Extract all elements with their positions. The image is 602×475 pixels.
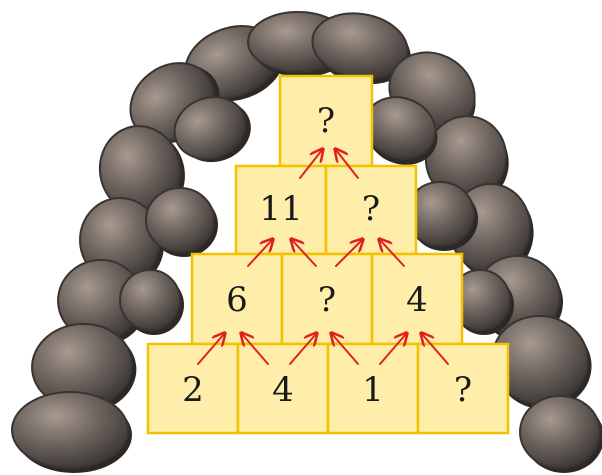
block-r3-c2-value: ? <box>362 189 380 229</box>
pyramid-row-3: 11 ? <box>236 166 416 254</box>
block-r1-c3-value: 1 <box>362 370 384 410</box>
pyramid-row-1: 2 4 1 ? <box>148 344 508 433</box>
block-r2-c2-value: ? <box>318 280 336 320</box>
rock <box>12 392 128 468</box>
block-r2-c1-value: 6 <box>226 280 248 320</box>
block-r1-c2-value: 4 <box>272 370 294 410</box>
block-r1-c4-value: ? <box>454 370 472 410</box>
block-r1-c1-value: 2 <box>182 370 204 410</box>
rock <box>120 270 180 330</box>
block-r2-c3-value: 4 <box>406 280 428 320</box>
rock <box>520 396 600 468</box>
pyramid-row-4: ? <box>280 76 372 166</box>
pyramid-row-2: 6 ? 4 <box>192 254 462 344</box>
block-r3-c1-value: 11 <box>259 189 302 229</box>
block-r4-c1-value: ? <box>317 101 335 141</box>
rock <box>146 188 214 252</box>
